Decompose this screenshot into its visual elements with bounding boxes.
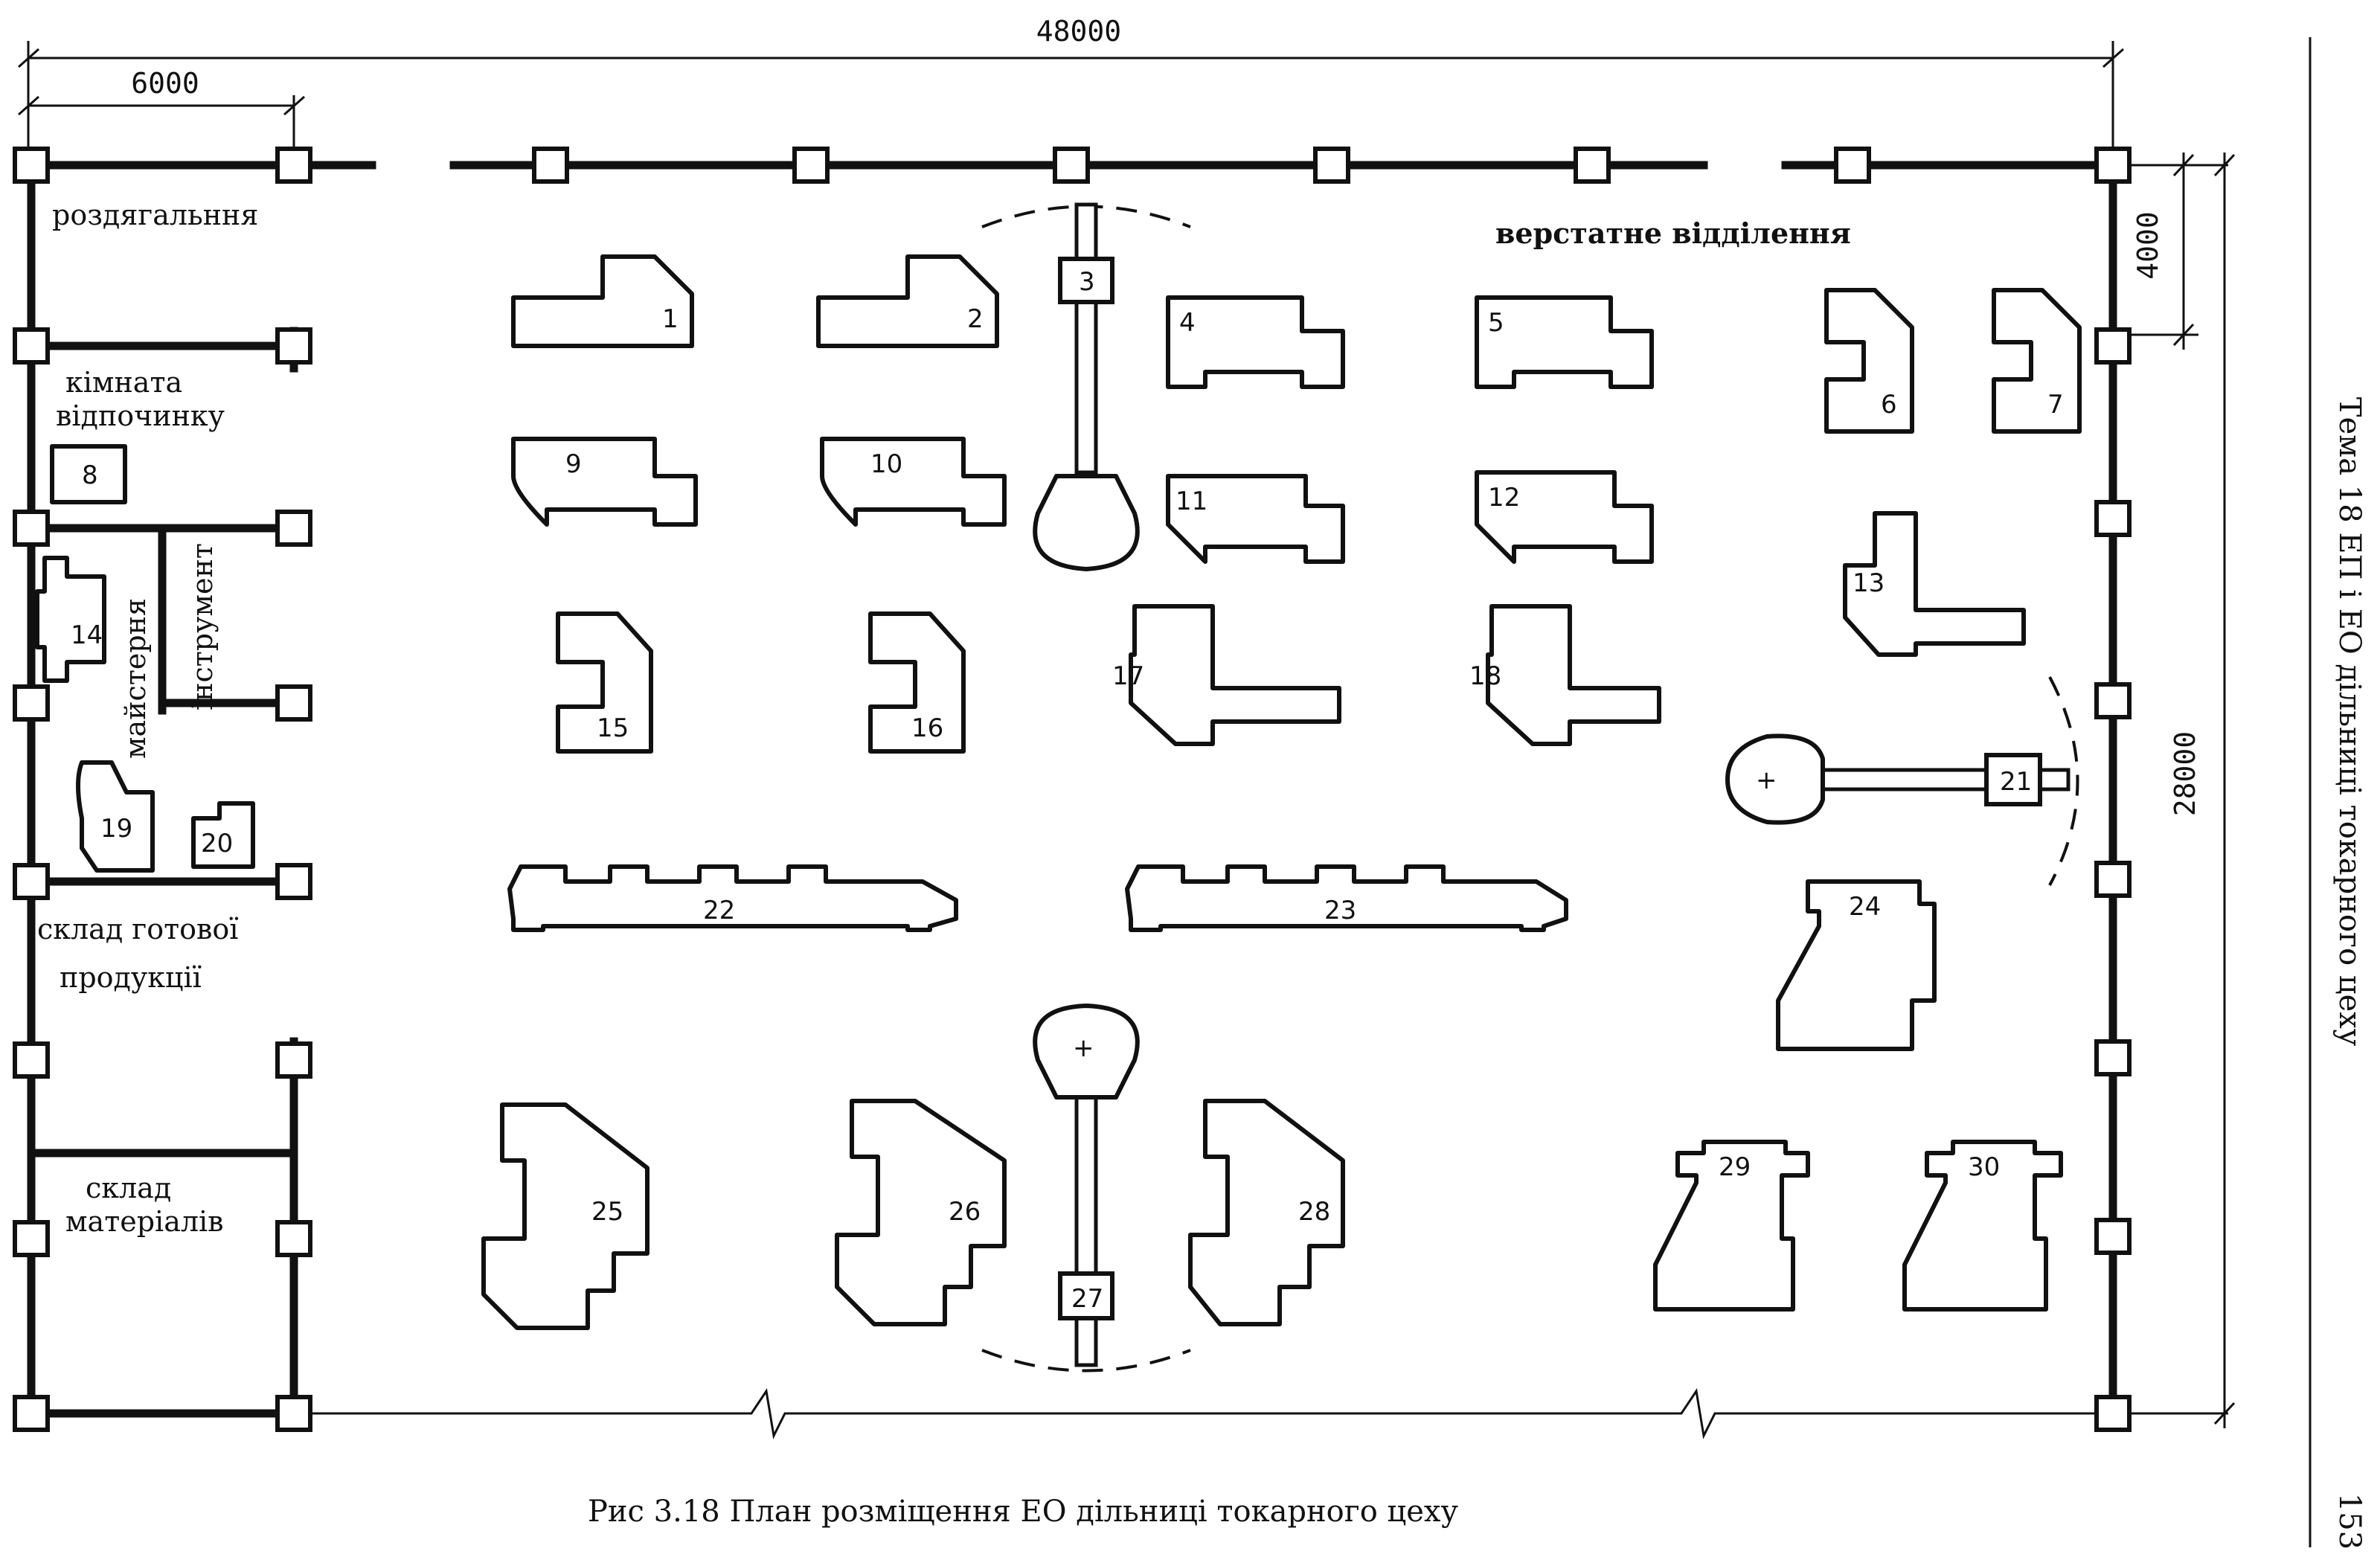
figure-caption: Рис 3.18 План розміщення ЕО дільниці ток… bbox=[588, 1495, 1459, 1529]
machine-8-label: 8 bbox=[82, 460, 98, 490]
building-columns bbox=[13, 147, 2132, 1432]
machine-22 bbox=[507, 864, 958, 932]
machine-14-label: 14 bbox=[71, 620, 103, 650]
machine-1-label: 1 bbox=[662, 304, 679, 334]
machine-20 bbox=[191, 801, 255, 869]
crane-27-center-mark: + bbox=[1073, 1033, 1094, 1063]
room-rest-line2: відпочинку bbox=[56, 399, 225, 432]
machine-7 bbox=[1992, 288, 2082, 434]
room-workshop: майстерня bbox=[119, 598, 152, 759]
room-materials-line2: матеріалів bbox=[65, 1205, 224, 1238]
machine-22-label: 22 bbox=[703, 896, 735, 925]
dimension-lines bbox=[18, 41, 2236, 1428]
machine-24-label: 24 bbox=[1849, 892, 1881, 922]
machine-25-label: 25 bbox=[591, 1197, 623, 1227]
building-walls bbox=[24, 161, 2117, 1418]
room-dressing: роздягальння bbox=[52, 199, 258, 231]
machine-27-label: 27 bbox=[1071, 1284, 1103, 1314]
machine-11 bbox=[1166, 474, 1345, 564]
machine-26 bbox=[835, 1099, 1007, 1326]
machine-25 bbox=[481, 1102, 649, 1330]
page-number: 153 bbox=[2332, 1493, 2367, 1550]
room-materials-line1: склад bbox=[86, 1172, 171, 1204]
crane-3-base bbox=[1033, 474, 1140, 571]
machine-16-label: 16 bbox=[911, 713, 943, 743]
machine-12-label: 12 bbox=[1488, 483, 1520, 513]
machine-4-label: 4 bbox=[1179, 308, 1196, 338]
machine-2-label: 2 bbox=[967, 304, 984, 334]
machine-17 bbox=[1129, 604, 1341, 746]
machine-16 bbox=[868, 611, 966, 754]
machine-14 bbox=[35, 556, 106, 683]
machine-19 bbox=[76, 760, 155, 873]
dim-total-width: 28000 bbox=[2169, 731, 2201, 816]
machine-30 bbox=[1902, 1140, 2063, 1312]
machine-19-label: 19 bbox=[100, 814, 132, 844]
machine-18 bbox=[1486, 604, 1661, 746]
machine-23 bbox=[1125, 864, 1568, 932]
machine-7-label: 7 bbox=[2047, 390, 2064, 420]
machine-29 bbox=[1653, 1140, 1810, 1312]
room-finished-line1: склад готової bbox=[37, 913, 238, 946]
machine-21 bbox=[1984, 753, 2042, 806]
machine-9-label: 9 bbox=[565, 449, 582, 479]
machine-1 bbox=[511, 254, 694, 348]
machine-13 bbox=[1843, 511, 2026, 657]
machine-30-label: 30 bbox=[1968, 1152, 2000, 1182]
crane-27-swing-arc bbox=[981, 1349, 1191, 1373]
machine-15-label: 15 bbox=[597, 713, 629, 743]
machine-10 bbox=[820, 437, 1007, 527]
machine-29-label: 29 bbox=[1719, 1152, 1751, 1182]
side-header: Тема 18 ЕП і ЕО дільниці токарного цеху bbox=[2332, 397, 2367, 1047]
room-rest-line1: кімната bbox=[65, 366, 182, 399]
machine-10-label: 10 bbox=[870, 449, 902, 479]
machine-9 bbox=[511, 437, 698, 527]
machine-15 bbox=[556, 611, 653, 754]
machine-12 bbox=[1475, 470, 1654, 564]
machine-5 bbox=[1475, 295, 1654, 389]
machine-6-label: 6 bbox=[1881, 390, 1897, 420]
machine-3-label: 3 bbox=[1079, 267, 1095, 297]
machine-28-label: 28 bbox=[1298, 1197, 1330, 1227]
machine-26-label: 26 bbox=[949, 1197, 981, 1227]
machine-17-label: 17 bbox=[1112, 661, 1144, 691]
machine-3 bbox=[1058, 257, 1114, 304]
crane-21-swing-arc bbox=[2048, 676, 2079, 886]
machine-2 bbox=[816, 254, 999, 348]
machine-4 bbox=[1166, 295, 1345, 389]
crane-21-center-mark: + bbox=[1756, 765, 1777, 795]
crane-27-base bbox=[1033, 1004, 1140, 1099]
dim-total-length: 48000 bbox=[1036, 15, 1121, 48]
break-line bbox=[294, 1388, 2113, 1439]
machine-18-label: 18 bbox=[1469, 661, 1501, 691]
crane-3-boom bbox=[1074, 202, 1098, 475]
machine-6 bbox=[1824, 288, 1914, 434]
machine-20-label: 20 bbox=[201, 829, 233, 858]
dim-bay-width: 6000 bbox=[131, 67, 199, 100]
crane-27-boom bbox=[1074, 1091, 1098, 1367]
machine-28 bbox=[1188, 1099, 1345, 1326]
machine-21-label: 21 bbox=[2000, 767, 2032, 797]
machine-8 bbox=[50, 444, 127, 504]
machine-11-label: 11 bbox=[1175, 487, 1207, 516]
crane-21-base bbox=[1725, 733, 1825, 825]
room-tools: інструмент bbox=[186, 543, 219, 710]
machine-27 bbox=[1058, 1271, 1114, 1320]
machine-13-label: 13 bbox=[1853, 568, 1885, 598]
room-machine-dept: верстатне відділення bbox=[1495, 216, 1851, 250]
machine-24 bbox=[1776, 879, 1937, 1051]
machine-5-label: 5 bbox=[1488, 308, 1504, 338]
dim-column-step: 4000 bbox=[2132, 211, 2164, 280]
machine-23-label: 23 bbox=[1324, 896, 1356, 925]
room-finished-line2: продукції bbox=[60, 961, 202, 994]
